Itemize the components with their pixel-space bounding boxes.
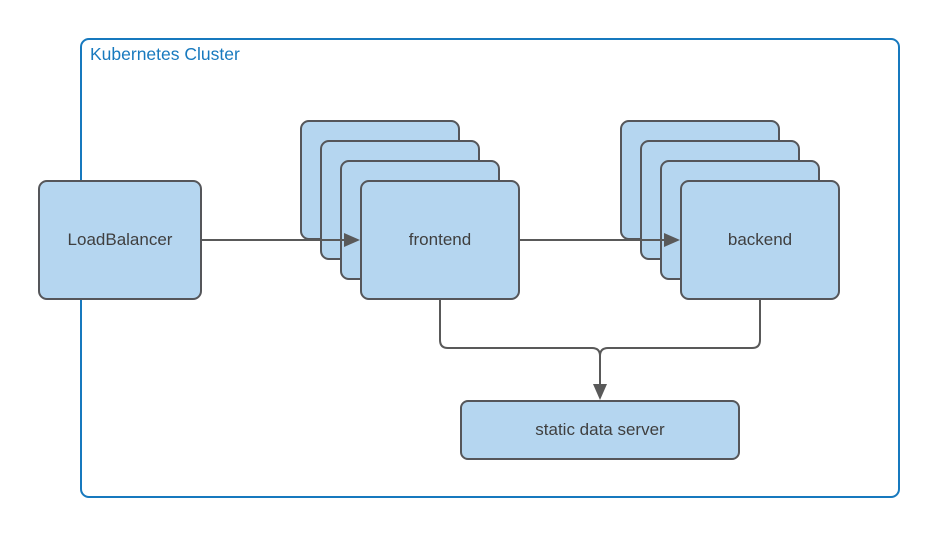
node-loadbalancer-label: LoadBalancer [67, 230, 173, 249]
cluster-label: Kubernetes Cluster [90, 44, 240, 64]
node-frontend-label: frontend [408, 230, 472, 249]
node-backend-label: backend [727, 230, 793, 249]
node-static-data-server-label: static data server [535, 420, 665, 439]
node-static-data-server: static data server [460, 400, 740, 460]
node-backend: backend [680, 180, 840, 300]
node-loadbalancer: LoadBalancer [38, 180, 202, 300]
node-frontend: frontend [360, 180, 520, 300]
